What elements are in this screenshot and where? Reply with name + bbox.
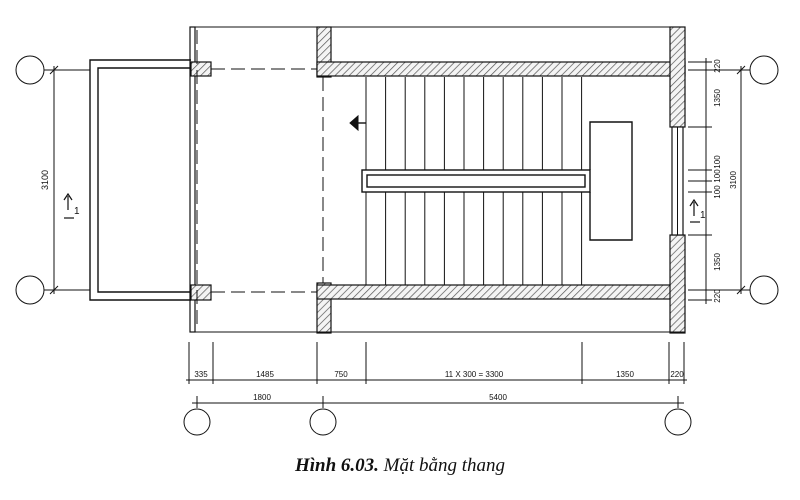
- right-dim-1: 220: [713, 59, 722, 73]
- dim-1485: 1485: [256, 370, 274, 379]
- walls: [189, 26, 686, 334]
- right-dim-6: 1350: [713, 253, 722, 271]
- bottom-dimension-row2: [183, 396, 692, 436]
- section-mark-left-label: 1: [74, 206, 80, 217]
- right-dim-5: 100: [713, 185, 722, 199]
- section-mark-left: [63, 192, 74, 219]
- right-dim-labels: 220 1350 100 100 100 1350 220 3100: [713, 59, 738, 303]
- dim-1800: 1800: [253, 393, 271, 402]
- bottom-dimension-row1: [186, 342, 687, 384]
- figure-caption: Hình 6.03. Mặt bằng thang: [0, 455, 800, 477]
- right-dim-4: 100: [713, 169, 722, 183]
- balcony-outline: [89, 59, 191, 301]
- top-wall: [316, 61, 686, 77]
- column-bottom-left: [190, 284, 212, 301]
- stair-railing: [361, 121, 633, 241]
- stair-direction-arrow: [349, 114, 366, 132]
- right-dim-total: 3100: [729, 171, 738, 189]
- right-wall-bottom: [669, 234, 686, 334]
- dim-steps: 11 X 300 = 3300: [445, 370, 504, 379]
- right-dim-2: 1350: [713, 89, 722, 107]
- dim-5400: 5400: [489, 393, 507, 402]
- axis-dashes: [196, 30, 324, 330]
- bottom-dim-row1-labels: 335 1485 750 11 X 300 = 3300 1350 220: [194, 370, 684, 379]
- section-mark-right-label: 1: [700, 210, 706, 221]
- right-dimension: [688, 55, 779, 305]
- right-wall-top: [669, 26, 686, 128]
- dim-750: 750: [334, 370, 348, 379]
- dim-220: 220: [670, 370, 684, 379]
- section-mark-right: [689, 198, 700, 223]
- caption-label: Hình 6.03.: [294, 455, 379, 476]
- left-dim-total: 3100: [40, 170, 50, 190]
- dim-335: 335: [194, 370, 208, 379]
- bottom-dim-row2-labels: 1800 5400: [253, 393, 507, 402]
- dim-1350: 1350: [616, 370, 634, 379]
- column-top-left: [190, 61, 212, 77]
- right-dim-7: 220: [713, 289, 722, 303]
- bottom-wall: [316, 284, 686, 300]
- left-dimension: [15, 55, 90, 305]
- right-dim-3: 100: [713, 155, 722, 169]
- caption-text: Mặt bằng thang: [378, 455, 506, 476]
- stair-treads: [365, 77, 583, 285]
